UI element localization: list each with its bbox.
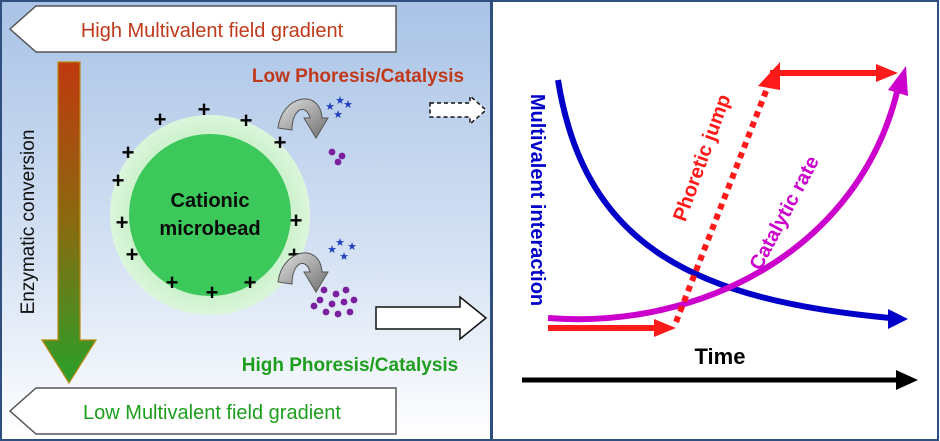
star-icon: ★ — [347, 240, 357, 253]
charge-sign: + — [244, 270, 257, 295]
product-dot — [328, 148, 336, 156]
product-dot — [346, 308, 354, 316]
charge-signs: +++++++++++++ — [112, 97, 303, 305]
bottom-banner: Low Multivalent field gradient — [8, 387, 397, 435]
charge-sign: + — [198, 97, 211, 122]
product-dot — [328, 300, 336, 308]
charge-sign: + — [166, 270, 179, 295]
product-dot — [332, 290, 340, 298]
multivalent-arrowhead — [888, 309, 908, 329]
dashed-arrow-low — [429, 94, 488, 126]
star-icon: ★ — [335, 236, 345, 249]
product-dots — [310, 148, 358, 318]
top-banner-arrow — [8, 5, 397, 53]
charge-sign: + — [274, 130, 287, 155]
product-dot — [340, 298, 348, 306]
cationic-bead: Cationic microbead +++++++++++++ — [110, 97, 310, 315]
bottom-banner-arrow — [8, 387, 397, 435]
top-curled-arrow — [277, 98, 329, 139]
charge-sign: + — [122, 140, 135, 165]
conversion-gradient-arrow — [40, 61, 98, 385]
star-icon: ★ — [325, 100, 335, 113]
left-panel: High Multivalent field gradient Low Mult… — [0, 0, 492, 441]
right-panel: Multivalent interaction Catalytic rate P… — [491, 0, 939, 441]
phoretic-jump-dotted — [673, 84, 771, 324]
charge-sign: + — [290, 208, 303, 233]
charge-sign: + — [154, 107, 167, 132]
star-icon: ★ — [327, 243, 337, 256]
product-dot — [322, 308, 330, 316]
solid-arrow-high — [375, 295, 488, 341]
star-icon: ★ — [333, 108, 343, 121]
charge-sign: + — [116, 210, 129, 235]
low-phoresis-label: Low Phoresis/Catalysis — [252, 66, 464, 87]
star-icon: ★ — [339, 250, 349, 263]
charge-sign: + — [126, 242, 139, 267]
time-axis-arrowhead — [896, 370, 918, 390]
product-dot — [350, 296, 358, 304]
phoretic-jump-arrowhead — [758, 62, 780, 90]
catalytic-curve — [547, 87, 901, 323]
bead-label-line2: microbead — [159, 218, 260, 240]
bead-label-line1: Cationic — [171, 190, 250, 212]
charge-sign: + — [112, 168, 125, 193]
product-dot — [342, 286, 350, 294]
charge-sign: + — [240, 108, 253, 133]
product-dot — [338, 152, 346, 160]
product-dot — [320, 286, 328, 294]
charge-sign: + — [206, 280, 219, 305]
star-icon: ★ — [343, 98, 353, 111]
multivalent-curve — [555, 79, 891, 321]
bead-core — [129, 134, 291, 296]
catalytic-arrowhead — [888, 66, 908, 96]
top-banner: High Multivalent field gradient — [8, 5, 397, 53]
high-phoresis-label: High Phoresis/Catalysis — [242, 355, 458, 376]
time-label: Time — [695, 344, 746, 369]
product-dot — [334, 158, 342, 166]
phoretic-high-arrowhead — [876, 64, 898, 82]
product-dot — [316, 296, 324, 304]
phoretic-low-arrowhead — [654, 319, 676, 337]
bottom-banner-text: Low Multivalent field gradient — [83, 402, 341, 424]
vertical-axis-label: Enzymatic conversion — [18, 130, 39, 315]
product-dot — [310, 302, 318, 310]
multivalent-label: Multivalent interaction — [526, 94, 548, 306]
right-panel-background — [491, 0, 939, 441]
substrate-stars: ★★★★★★★★ — [325, 94, 357, 263]
product-dot — [334, 310, 342, 318]
bottom-curled-arrow — [277, 252, 329, 293]
star-icon: ★ — [335, 94, 345, 107]
top-banner-text: High Multivalent field gradient — [81, 20, 344, 42]
